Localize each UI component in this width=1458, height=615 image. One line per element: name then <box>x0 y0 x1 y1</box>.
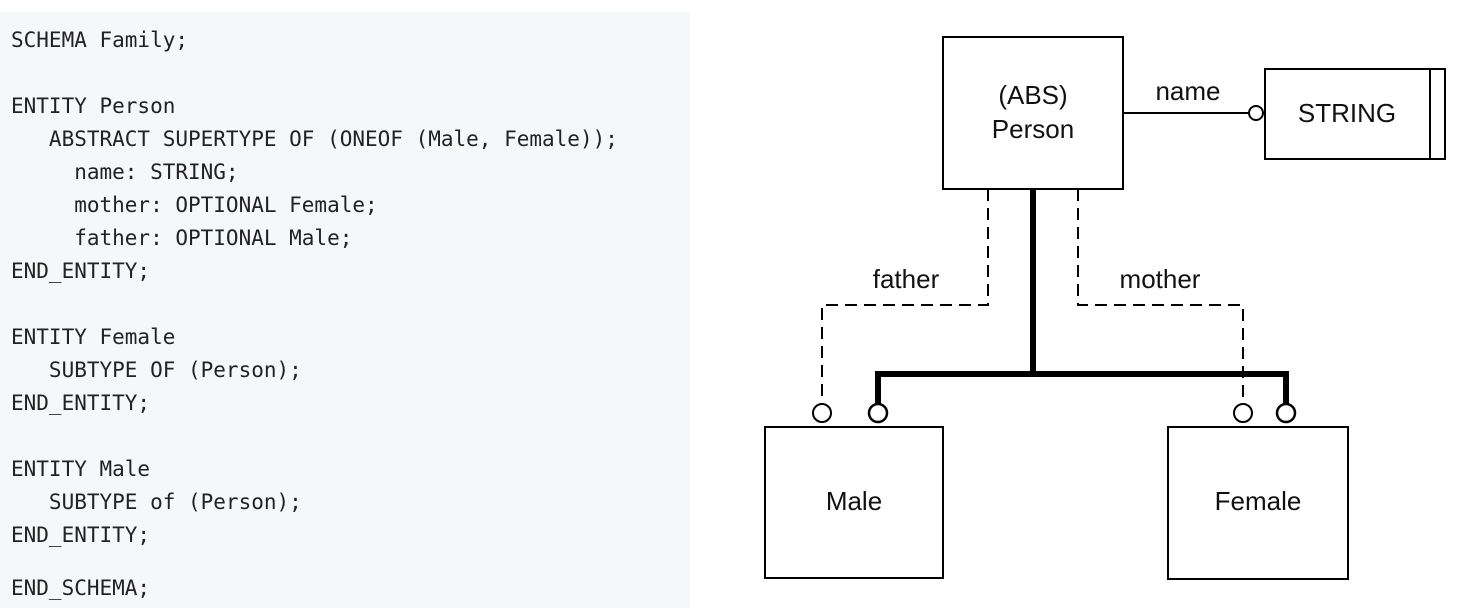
mother-relation-line <box>1077 189 1244 404</box>
express-code-panel: SCHEMA Family; ENTITY Person ABSTRACT SU… <box>0 12 690 608</box>
name-relation-label: name <box>1155 76 1220 106</box>
code-line: mother: OPTIONAL Female; <box>11 193 378 217</box>
person-entity-box <box>942 36 1124 190</box>
subtype-male-circle <box>867 402 889 424</box>
code-line: SUBTYPE OF (Person); <box>11 358 302 382</box>
mother-relation-label: mother <box>1120 264 1201 294</box>
code-line: name: STRING; <box>11 160 239 184</box>
code-line: END_ENTITY; <box>11 523 151 547</box>
code-line: SCHEMA Family; <box>11 28 189 52</box>
subtype-female-circle <box>1275 402 1297 424</box>
code-line: father: OPTIONAL Male; <box>11 226 353 250</box>
person-abs-label: (ABS) <box>998 80 1067 110</box>
code-line: ENTITY Person <box>11 94 176 118</box>
code-line: ENTITY Female <box>11 325 176 349</box>
male-entity-label: Male <box>826 486 882 516</box>
code-line: ABSTRACT SUPERTYPE OF (ONEOF (Male, Fema… <box>11 127 618 151</box>
code-line: END_ENTITY; <box>11 391 151 415</box>
code-line: END_SCHEMA; <box>11 576 151 600</box>
name-relation-circle <box>1248 105 1264 121</box>
string-type-box <box>1264 68 1446 160</box>
code-line: SUBTYPE of (Person); <box>11 490 302 514</box>
code-line: ENTITY Male <box>11 457 151 481</box>
person-name-label: Person <box>992 114 1074 144</box>
father-relation-line <box>821 189 989 404</box>
father-relation-circle <box>812 403 832 423</box>
father-relation-label: father <box>873 264 940 294</box>
male-entity-box <box>764 426 944 579</box>
female-entity-box <box>1167 426 1349 580</box>
code-line: END_ENTITY; <box>11 259 151 283</box>
mother-relation-circle <box>1233 403 1253 423</box>
female-entity-label: Female <box>1215 486 1302 516</box>
string-type-label: STRING <box>1298 98 1396 128</box>
